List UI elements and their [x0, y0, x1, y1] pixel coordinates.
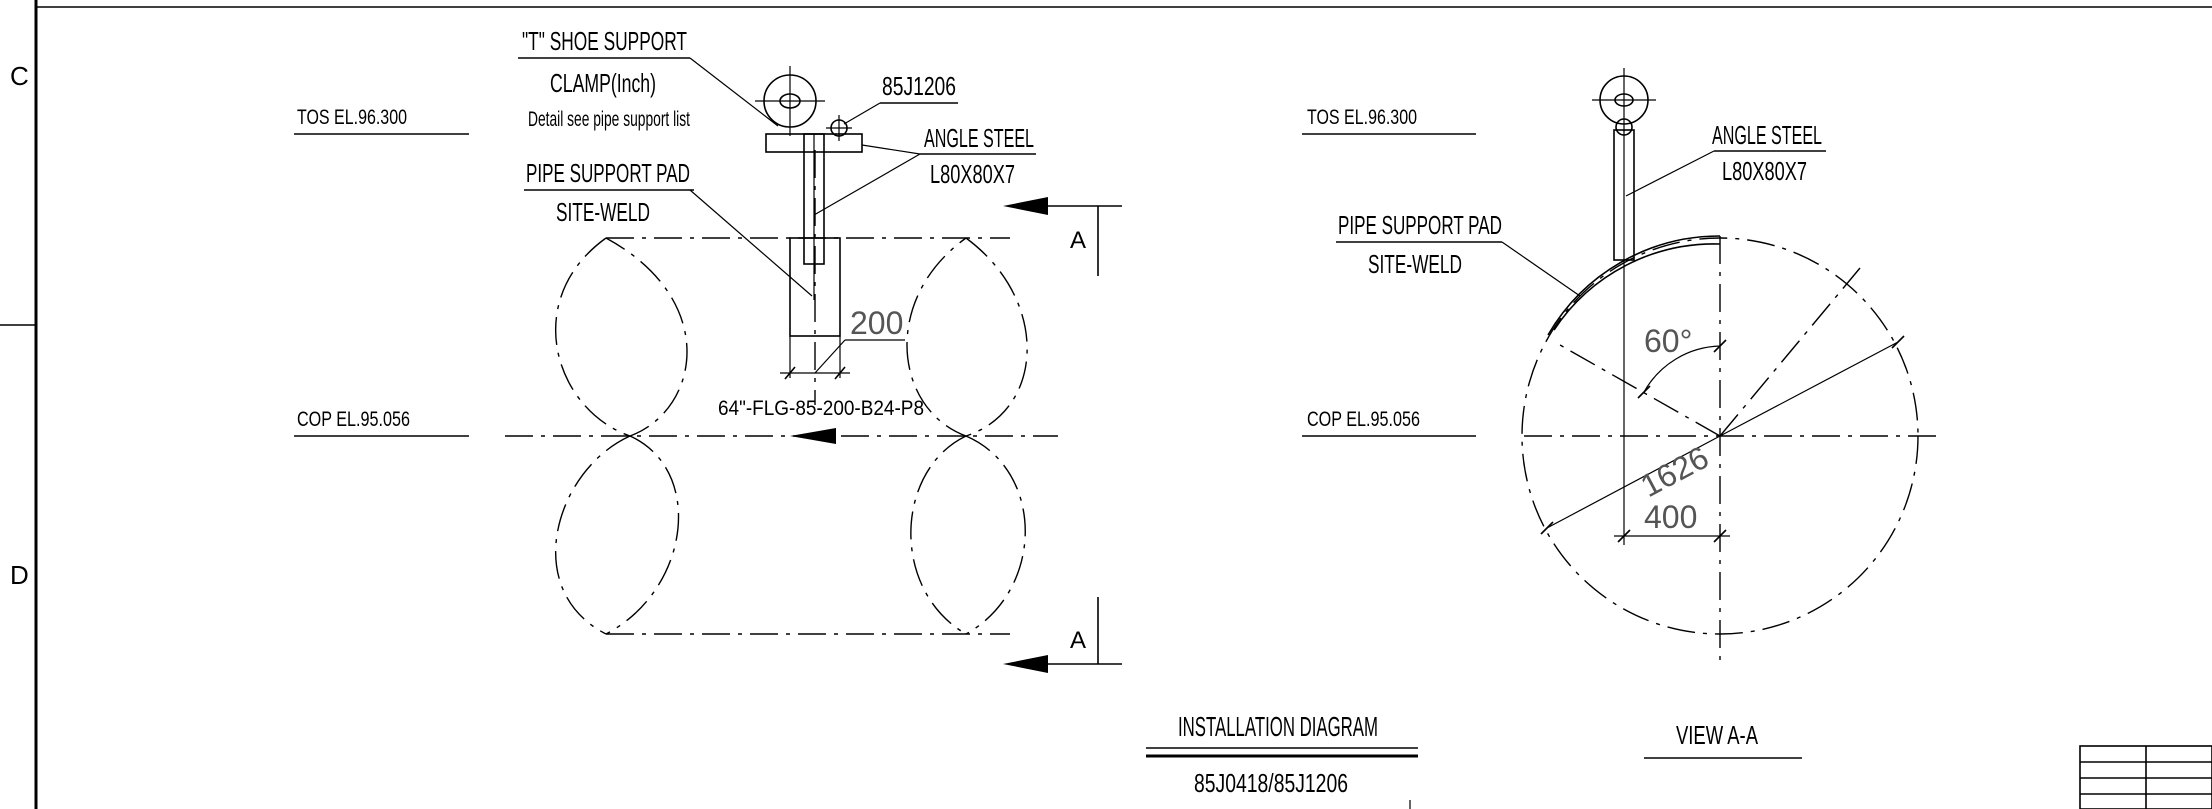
front-view: TOS EL.96.300 COP EL.95.056 [294, 26, 1122, 673]
pipe-outline [505, 150, 1058, 635]
clamp-label: CLAMP(Inch) [550, 68, 656, 98]
section-weld-label: SITE-WELD [1368, 249, 1462, 279]
section-diameter: 1626 [1635, 439, 1715, 504]
front-dimension: 200 [780, 305, 905, 380]
diagram-title-block: INSTALLATION DIAGRAM 85J0418/85J1206 [1146, 711, 1418, 809]
section-view: TOS EL.96.300 COP EL.95.056 6 [1302, 68, 1938, 759]
section-tos-label: TOS EL.96.300 [1307, 106, 1417, 129]
t-shoe-support [755, 66, 863, 337]
front-pad-label: PIPE SUPPORT PAD [526, 158, 690, 188]
line-number: 64"-FLG-85-200-B24-P8 [718, 397, 924, 420]
front-callouts: "T" SHOE SUPPORT CLAMP(Inch) Detail see … [518, 26, 1036, 420]
front-dim-width: 200 [850, 305, 903, 341]
section-angle: 60° [1644, 323, 1692, 359]
revision-table [2079, 745, 2212, 809]
shoe-title: "T" SHOE SUPPORT [522, 26, 687, 56]
flow-arrow [790, 428, 836, 444]
section-mark-bottom-label: A [1070, 627, 1086, 654]
section-offset: 400 [1644, 499, 1697, 535]
front-angle-spec: L80X80X7 [930, 159, 1015, 189]
section-mark-top-label: A [1070, 227, 1086, 254]
zone-c-label: C [10, 61, 29, 91]
front-weld-label: SITE-WELD [556, 197, 650, 227]
front-angle-steel: ANGLE STEEL [924, 123, 1034, 153]
zone-d-label: D [10, 560, 29, 590]
section-mark-a-bottom: A [1003, 597, 1122, 673]
section-angle-spec: L80X80X7 [1722, 156, 1807, 186]
diagram-ref: 85J0418/85J1206 [1194, 768, 1348, 798]
front-tos-label: TOS EL.96.300 [297, 106, 407, 129]
section-mark-a-top: A [1003, 197, 1122, 276]
front-cop-label: COP EL.95.056 [297, 408, 410, 431]
section-angle-steel: ANGLE STEEL [1712, 120, 1822, 150]
diagram-title: INSTALLATION DIAGRAM [1178, 711, 1378, 742]
ref-code: 85J1206 [882, 71, 956, 101]
section-cop-label: COP EL.95.056 [1307, 408, 1420, 431]
section-support [1592, 68, 1656, 420]
view-title: VIEW A-A [1676, 720, 1758, 750]
detail-note: Detail see pipe support list [528, 108, 690, 131]
section-pad-label: PIPE SUPPORT PAD [1338, 210, 1502, 240]
